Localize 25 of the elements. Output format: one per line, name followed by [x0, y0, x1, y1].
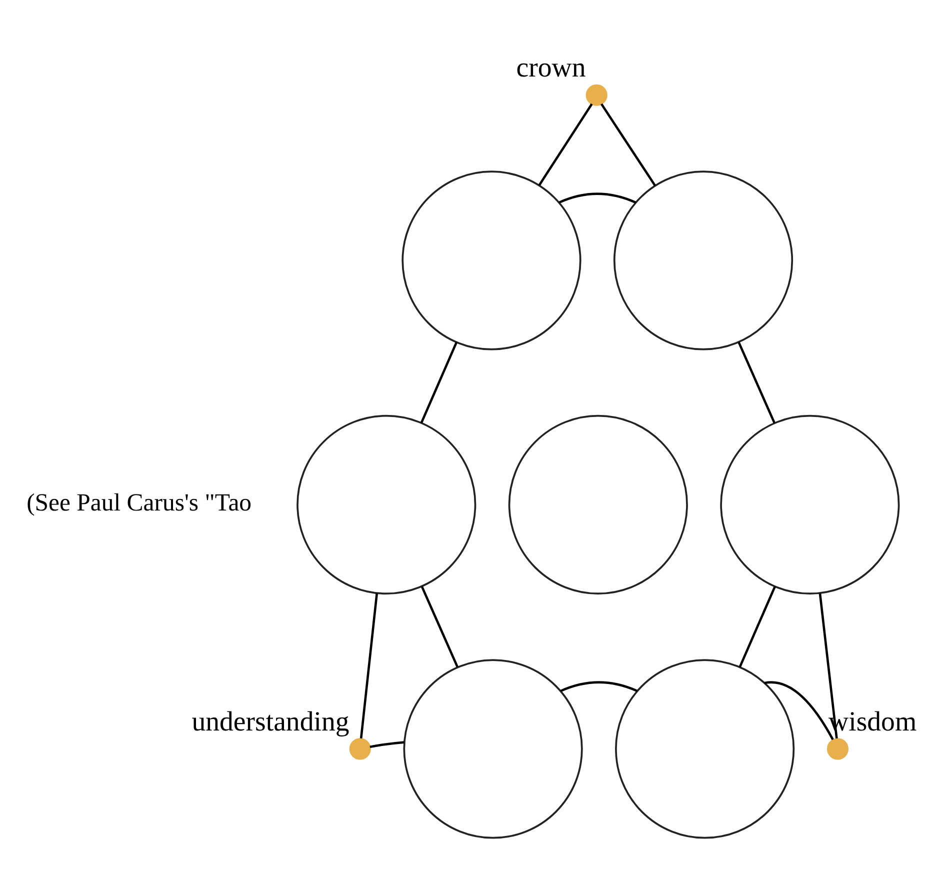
node-dot: [586, 84, 608, 106]
connector: [738, 586, 776, 667]
node-label: crown: [516, 52, 586, 83]
connector: [420, 586, 459, 668]
connector: [738, 341, 776, 423]
node-circle: [615, 658, 795, 838]
connector: [360, 592, 378, 738]
node-circle: [508, 414, 688, 594]
connector: [764, 680, 834, 740]
connector: [420, 341, 458, 423]
node-circle: [720, 414, 900, 594]
node-circle: [296, 414, 476, 594]
connector: [600, 102, 656, 186]
node-circle: [402, 170, 582, 350]
connector: [558, 192, 636, 204]
connector: [560, 680, 638, 692]
node-circle: [403, 658, 583, 838]
connector: [538, 102, 593, 186]
connector: [370, 740, 404, 748]
node-label: understanding: [192, 706, 350, 737]
label: (See Paul Carus's "Tao: [26, 489, 252, 516]
node-circle: [613, 170, 794, 350]
node-dot: [826, 738, 849, 760]
connector: [818, 592, 838, 738]
node-dot: [349, 738, 371, 760]
